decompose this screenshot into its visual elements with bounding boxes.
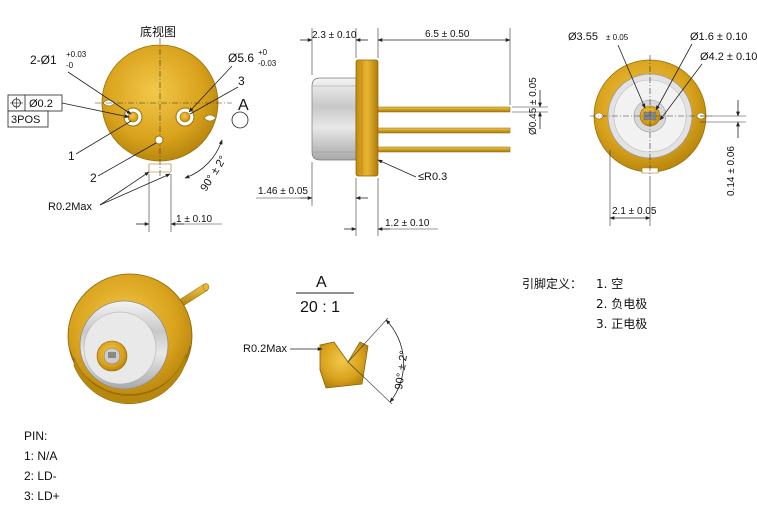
pin-1-label: 1 <box>68 149 75 163</box>
hole-tol-upper: +0.03 <box>66 50 87 59</box>
bottom-angle: 90° ± 2° <box>198 154 229 194</box>
header-base-bottom <box>101 44 219 162</box>
hole-tol-lower: -0 <box>66 61 74 70</box>
flange-step: 1.2 ± 0.10 <box>385 218 430 229</box>
pin-definition: 引脚定义： 1. 空 2. 负电极 3. 正电极 <box>522 276 647 331</box>
pin-2-label: 2 <box>90 171 97 185</box>
pin-legend: PIN: 1: N/A 2: LD- 3: LD+ <box>24 429 60 503</box>
side-view: 2.3 ± 0.10 6.5 ± 0.50 Ø0.45 ± 0.05 ≤R0.3… <box>256 28 548 236</box>
pin-definition-item: 2. 负电极 <box>596 297 647 311</box>
pin-legend-item: 1: N/A <box>24 449 57 463</box>
detail-a: A 20 : 1 90° ± 2° R0.2Max <box>243 274 410 405</box>
pin-legend-item: 2: LD- <box>24 469 57 483</box>
detail-label: A <box>316 274 327 291</box>
large-tol-upper: +0 <box>258 48 268 57</box>
bottom-view: 底视图 2-Ø1 +0.03 -0 Ø5.6 +0 -0.03 Ø0.2 <box>7 24 277 232</box>
window-tolerance: ± 0.05 <box>606 33 629 42</box>
cap-offset: 1.46 ± 0.05 <box>258 186 308 197</box>
detail-angle: 90° ± 2° <box>393 350 410 391</box>
aperture-diameter: Ø1.6 ± 0.10 <box>690 31 747 43</box>
cap-diameter: Ø4.2 ± 0.10 <box>700 51 757 63</box>
large-tol-lower: -0.03 <box>258 59 277 68</box>
hole-callout: 2-Ø1 <box>30 53 57 67</box>
position-tolerance: Ø0.2 <box>29 98 53 110</box>
window-diameter: Ø3.55 <box>568 31 598 43</box>
position-count: 3POS <box>11 114 40 126</box>
flange-thickness: 2.3 ± 0.10 <box>312 30 357 41</box>
detail-radius: R0.2Max <box>243 343 288 355</box>
height-offset: 0.14 ± 0.06 <box>726 146 737 196</box>
detail-ref-a: A <box>238 97 249 114</box>
pin-legend-heading: PIN: <box>24 429 47 443</box>
lead-diameter: Ø0.45 ± 0.05 <box>528 77 539 135</box>
bottom-view-title: 底视图 <box>140 24 176 39</box>
pin-definition-item: 1. 空 <box>596 277 623 291</box>
notch-width: 1 ± 0.10 <box>176 214 213 225</box>
pin-definition-heading: 引脚定义： <box>522 276 582 291</box>
lead-length: 6.5 ± 0.50 <box>425 29 470 40</box>
pin-definition-item: 3. 正电极 <box>596 317 647 331</box>
large-dia-callout: Ø5.6 <box>228 51 254 65</box>
isometric-view <box>67 273 210 405</box>
bottom-radius: R0.2Max <box>48 201 93 213</box>
front-view: Ø3.55 ± 0.05 Ø1.6 ± 0.10 Ø4.2 ± 0.10 0.1… <box>568 31 757 226</box>
detail-scale: 20 : 1 <box>300 299 340 316</box>
pin-3-label: 3 <box>238 74 245 88</box>
front-width: 2.1 ± 0.05 <box>612 206 657 217</box>
pin-legend-item: 3: LD+ <box>24 489 60 503</box>
fillet: ≤R0.3 <box>418 171 447 183</box>
